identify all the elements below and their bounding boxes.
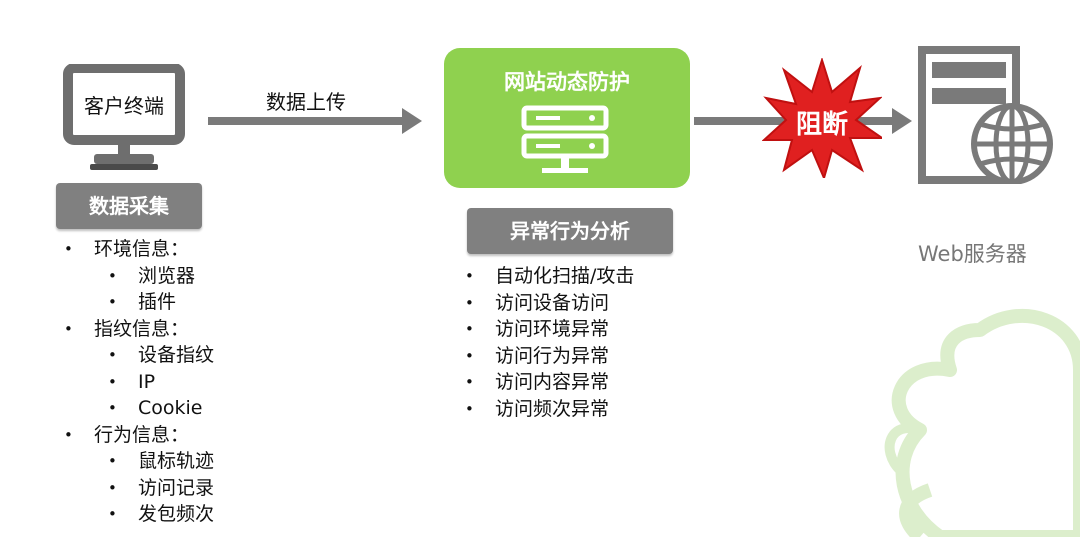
list-item: 访问频次异常 — [465, 396, 795, 423]
dynamic-protection-title: 网站动态防护 — [504, 70, 630, 94]
list-item: 访问内容异常 — [465, 369, 795, 396]
list-item: 设备指纹 — [108, 342, 334, 369]
watermark-decoration — [884, 308, 1080, 537]
collection-list: 环境信息： 浏览器 插件 指纹信息： 设备指纹 IP Cookie 行为信息： … — [64, 236, 334, 528]
client-terminal-label: 客户终端 — [84, 94, 164, 118]
list-item: 访问记录 — [108, 475, 334, 502]
block-label: 阻断 — [795, 110, 848, 140]
analysis-list: 自动化扫描/攻击 访问设备访问 访问环境异常 访问行为异常 访问内容异常 访问频… — [465, 263, 795, 423]
list-item: 访问设备访问 — [465, 290, 795, 317]
list-item: 环境信息： — [64, 236, 334, 263]
list-item: 自动化扫描/攻击 — [465, 263, 795, 290]
globe-icon — [971, 103, 1053, 184]
list-item: 行为信息： — [64, 422, 334, 449]
data-collection-tag: 数据采集 — [56, 183, 202, 229]
server-rack-icon — [521, 105, 609, 173]
list-item: 访问行为异常 — [465, 343, 795, 370]
web-server-icon — [918, 46, 1053, 184]
list-item: Cookie — [108, 395, 334, 422]
data-upload-label: 数据上传 — [266, 90, 346, 114]
list-item: 发包频次 — [108, 501, 334, 528]
abnormal-analysis-tag: 异常行为分析 — [467, 208, 673, 254]
monitor-icon — [63, 64, 185, 170]
list-item: 访问环境异常 — [465, 316, 795, 343]
list-item: 指纹信息： — [64, 316, 334, 343]
list-item: 鼠标轨迹 — [108, 448, 334, 475]
web-server-label: Web服务器 — [918, 242, 1027, 266]
arrow-upload — [208, 108, 422, 134]
list-item: IP — [108, 369, 334, 396]
burst-icon — [762, 58, 882, 178]
list-item: 插件 — [108, 289, 334, 316]
list-item: 浏览器 — [108, 263, 334, 290]
